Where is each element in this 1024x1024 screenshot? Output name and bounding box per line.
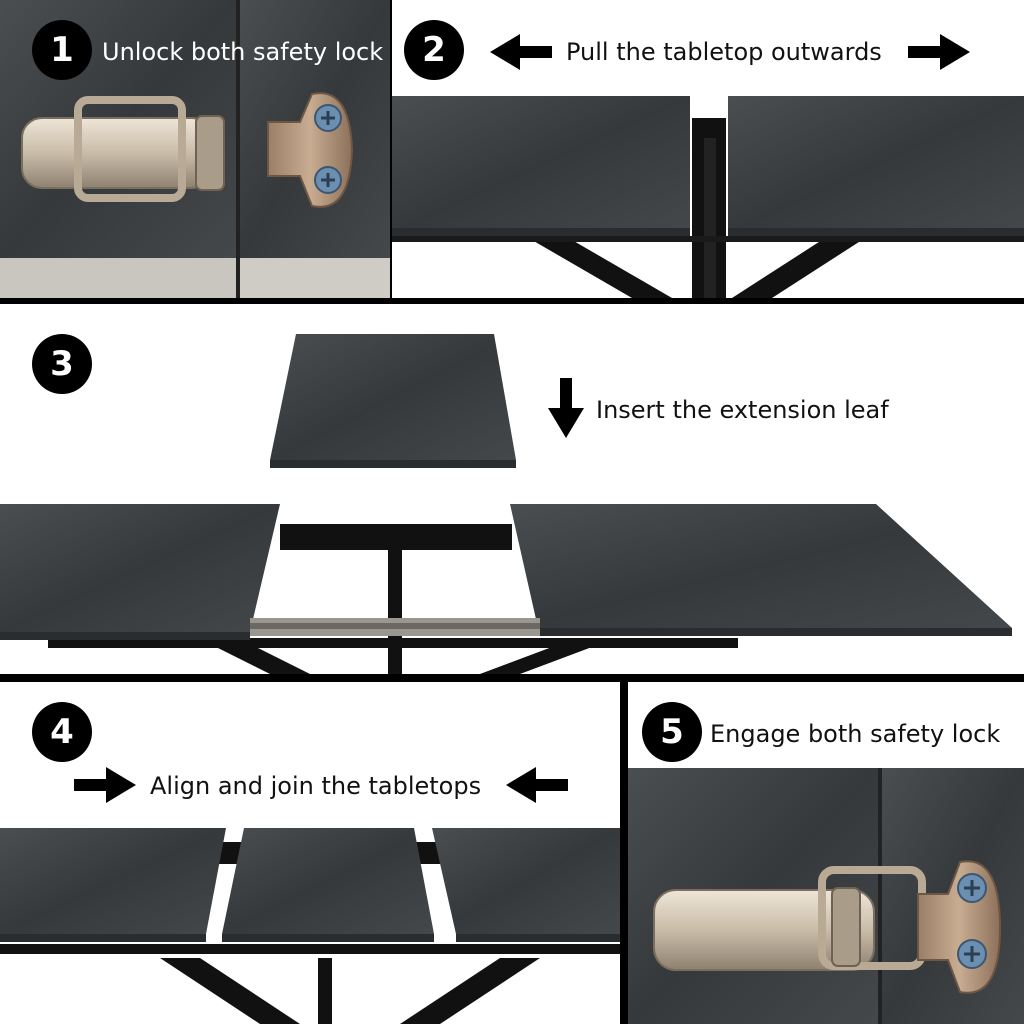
step-1-badge: 1 — [32, 20, 92, 80]
step-3-panel: 3 Insert the extension leaf — [0, 304, 1024, 674]
step-4-illustration — [0, 767, 620, 1024]
step-2-illustration — [392, 34, 1024, 298]
step-2-text: Pull the tabletop outwards — [566, 38, 882, 66]
step-4-text: Align and join the tabletops — [150, 772, 482, 800]
step-3-text: Insert the extension leaf — [596, 396, 889, 424]
arrow-down-icon — [548, 378, 584, 438]
step-2-panel: 2 Pull the tabletop outwards — [392, 0, 1024, 298]
step-5-illustration — [628, 768, 1024, 1024]
step-3-illustration — [0, 334, 1012, 674]
step-3-number: 3 — [50, 344, 74, 384]
step-5-panel: 5 Engage both safety lock — [628, 682, 1024, 1024]
step-5-number: 5 — [660, 712, 684, 752]
step-4-number: 4 — [50, 712, 74, 752]
step-1-text: Unlock both safety lock — [102, 38, 384, 66]
arrow-left-icon — [506, 767, 568, 803]
arrow-right-icon — [908, 34, 970, 70]
arrow-left-icon — [490, 34, 552, 70]
latch-icon — [21, 96, 225, 202]
step-4-badge: 4 — [32, 702, 92, 762]
step-1-illustration — [0, 0, 390, 298]
arrow-right-icon — [74, 767, 136, 803]
step-2-number: 2 — [422, 30, 446, 70]
step-5-text: Engage both safety lock — [710, 720, 1001, 748]
step-2-badge: 2 — [404, 20, 464, 80]
step-4-panel: 4 Align and join the tabletops — [0, 682, 620, 1024]
step-1-panel: 1 Unlock both safety lock — [0, 0, 390, 298]
step-1-number: 1 — [50, 30, 74, 70]
step-5-badge: 5 — [642, 702, 702, 762]
step-3-badge: 3 — [32, 334, 92, 394]
catch-plate-icon — [267, 92, 354, 208]
catch-plate-icon — [917, 860, 1002, 994]
